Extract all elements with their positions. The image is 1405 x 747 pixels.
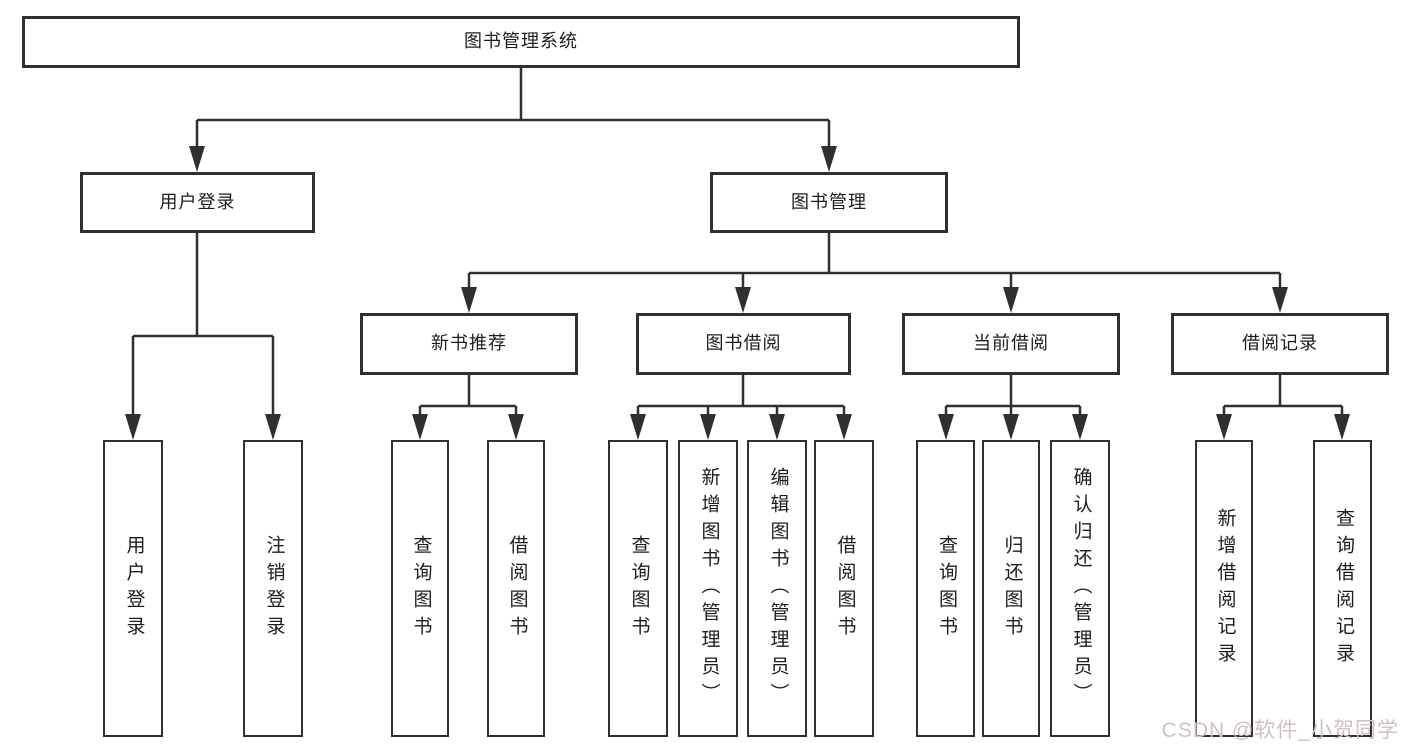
node-label: 图书借阅	[705, 333, 782, 354]
leaf-label: 新增图书（管理员）	[698, 467, 720, 710]
leaf-label: 借阅图书	[834, 534, 856, 643]
leaf-current-query: 查询图书	[916, 440, 975, 737]
leaf-bookborrow-edit-admin: 编辑图书（管理员）	[747, 440, 807, 737]
node-label: 新书推荐	[431, 333, 507, 354]
leaf-label: 编辑图书（管理员）	[767, 467, 789, 710]
node-library-system: 图书管理系统	[22, 16, 1020, 68]
leaf-user-login: 用户登录	[103, 440, 163, 737]
leaf-current-return: 归还图书	[982, 440, 1040, 737]
leaf-label: 查询图书	[628, 534, 650, 643]
leaf-label: 查询借阅记录	[1332, 507, 1354, 670]
node-label: 图书管理系统	[464, 31, 578, 52]
leaf-bookborrow-query: 查询图书	[608, 440, 668, 737]
leaf-label: 用户登录	[123, 534, 145, 643]
leaf-newbook-borrow: 借阅图书	[487, 440, 545, 737]
leaf-record-query: 查询借阅记录	[1313, 440, 1372, 737]
node-label: 图书管理	[791, 191, 867, 212]
leaf-logout: 注销登录	[243, 440, 303, 737]
arrowheads	[125, 146, 1350, 440]
leaf-bookborrow-add-admin: 新增图书（管理员）	[678, 440, 738, 737]
leaf-label: 借阅图书	[506, 534, 528, 643]
leaf-label: 注销登录	[263, 534, 285, 643]
node-user-login: 用户登录	[80, 172, 315, 233]
node-book-management: 图书管理	[710, 172, 948, 233]
leaf-bookborrow-borrow: 借阅图书	[814, 440, 874, 737]
csdn-watermark: CSDN @软件_小贺同学	[1161, 719, 1399, 742]
node-borrow-record: 借阅记录	[1171, 313, 1389, 375]
leaf-current-confirm-admin: 确认归还（管理员）	[1050, 440, 1110, 737]
node-new-book-recommend: 新书推荐	[360, 313, 578, 375]
leaf-label: 查询图书	[935, 534, 957, 643]
leaf-record-add: 新增借阅记录	[1195, 440, 1253, 737]
node-current-borrow: 当前借阅	[902, 313, 1120, 375]
node-label: 用户登录	[159, 191, 236, 212]
leaf-label: 新增借阅记录	[1214, 507, 1236, 670]
leaf-label: 查询图书	[410, 534, 432, 643]
node-book-borrow: 图书借阅	[636, 313, 851, 375]
leaf-label: 确认归还（管理员）	[1070, 467, 1092, 710]
node-label: 当前借阅	[973, 333, 1049, 354]
node-label: 借阅记录	[1242, 333, 1318, 354]
leaf-label: 归还图书	[1001, 534, 1023, 643]
leaf-newbook-query: 查询图书	[391, 440, 449, 737]
